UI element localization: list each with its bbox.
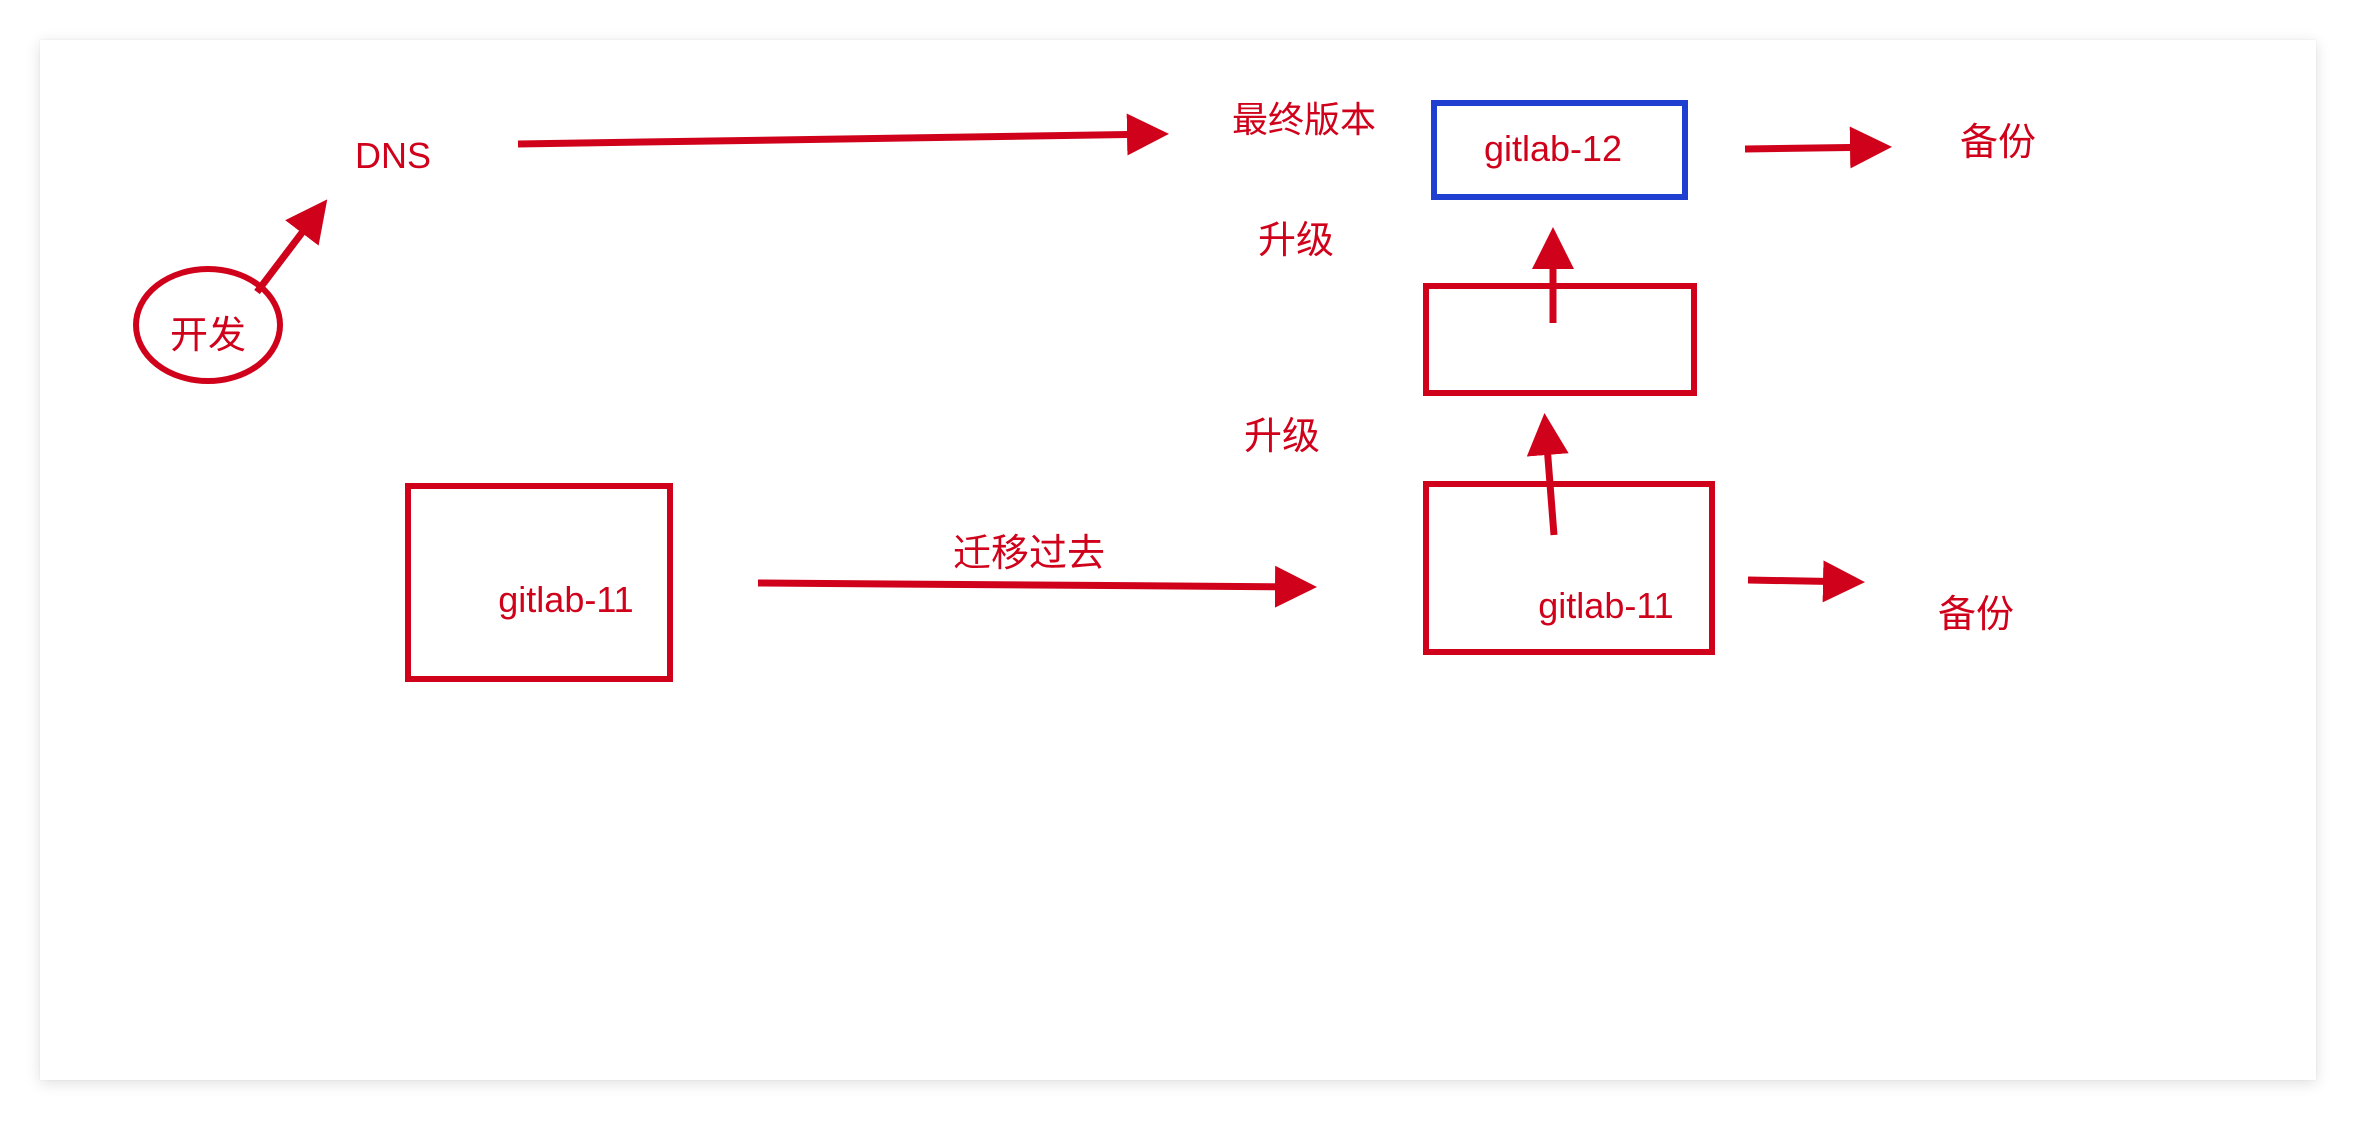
diagram-canvas — [40, 40, 2316, 1080]
migrate-arrow — [757, 565, 1317, 608]
final-to-backup-arrow — [1744, 126, 1892, 169]
final-server-label: gitlab-12 — [1484, 128, 1622, 169]
final-version-label: 最终版本 — [1232, 99, 1376, 140]
dev-node-ellipse — [133, 266, 283, 384]
dns-to-final-arrow — [517, 113, 1169, 156]
upgrade-lower-label: 升级 — [1244, 416, 1320, 458]
backup-top-label: 备份 — [1960, 122, 2036, 164]
final-server-box — [1431, 100, 1688, 200]
new-to-intermediate-arrow — [1526, 413, 1569, 536]
new-server-label: gitlab-11 — [1538, 585, 1673, 626]
old-server-label: gitlab-11 — [498, 579, 633, 620]
dev-node-label: 开发 — [170, 315, 246, 357]
intermediate-server-box — [1423, 283, 1697, 396]
new-server-box — [1423, 481, 1715, 655]
old-server-box — [405, 483, 673, 682]
dev-to-dns-arrow — [254, 199, 328, 295]
new-to-backup-arrow — [1747, 560, 1865, 603]
migrate-label: 迁移过去 — [953, 533, 1105, 575]
backup-bottom-label: 备份 — [1938, 594, 2014, 636]
upgrade-upper-label: 升级 — [1258, 220, 1334, 262]
dns-label: DNS — [355, 135, 431, 176]
